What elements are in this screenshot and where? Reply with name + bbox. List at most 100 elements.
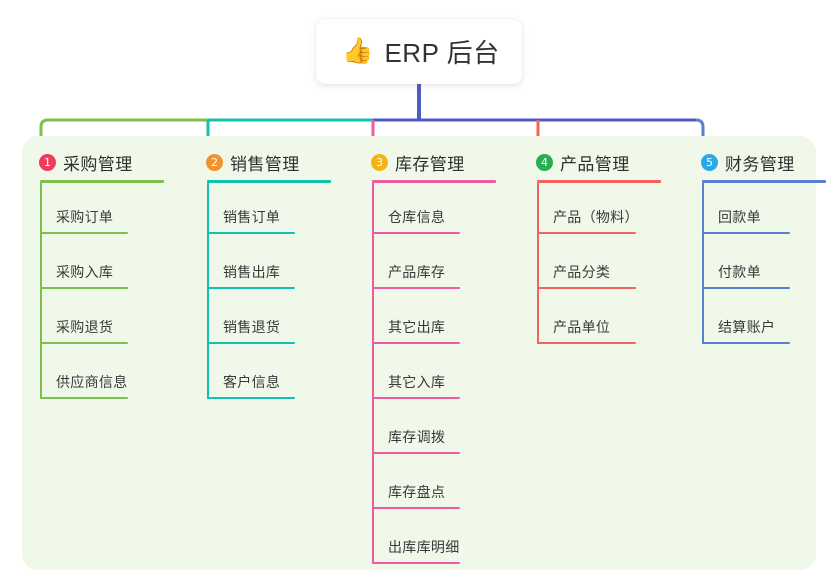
branch-spine <box>207 183 209 399</box>
leaf-node[interactable]: 销售订单 <box>189 183 339 238</box>
branch-leaf-list: 仓库信息产品库存其它出库其它入库库存调拨库存盘点出库库明细 <box>354 183 504 568</box>
leaf-rule <box>40 342 128 344</box>
leaf-rule <box>372 232 460 234</box>
leaf-label: 销售出库 <box>223 264 281 280</box>
leaf-node[interactable]: 回款单 <box>684 183 824 238</box>
leaf-rule <box>702 232 790 234</box>
leaf-label: 销售退货 <box>223 319 281 335</box>
thumbs-up-icon: 👍 <box>342 37 374 65</box>
leaf-rule <box>537 232 636 234</box>
branch-title: 产品管理 <box>560 154 630 174</box>
leaf-node[interactable]: 产品单位 <box>519 293 669 348</box>
branch-title: 库存管理 <box>395 154 465 174</box>
branch-header-rule <box>537 180 661 183</box>
branch-column-1: 1 采购管理采购订单采购入库采购退货供应商信息 <box>22 148 172 403</box>
branch-header-rule <box>372 180 496 183</box>
branch-leaf-list: 销售订单销售出库销售退货客户信息 <box>189 183 339 403</box>
leaf-rule <box>537 342 636 344</box>
leaf-rule <box>372 397 460 399</box>
branch-spine <box>372 183 374 564</box>
leaf-node[interactable]: 客户信息 <box>189 348 339 403</box>
leaf-label: 产品单位 <box>553 319 611 335</box>
leaf-label: 出库库明细 <box>388 539 460 555</box>
leaf-label: 库存调拨 <box>388 429 446 445</box>
branch-number-badge: 3 <box>371 153 388 171</box>
branch-header-1[interactable]: 1 采购管理 <box>22 148 172 176</box>
root-node-card[interactable]: 👍 ERP 后台 <box>316 19 522 84</box>
leaf-label: 仓库信息 <box>388 209 446 225</box>
branch-leaf-list: 产品（物料） 产品分类产品单位 <box>519 183 669 348</box>
leaf-node[interactable]: 销售退货 <box>189 293 339 348</box>
leaf-node[interactable]: 仓库信息 <box>354 183 504 238</box>
branch-header-3[interactable]: 3 库存管理 <box>354 148 504 176</box>
leaf-node[interactable]: 库存盘点 <box>354 458 504 513</box>
leaf-rule <box>702 342 790 344</box>
leaf-label: 产品库存 <box>388 264 446 280</box>
leaf-label: 产品分类 <box>553 264 611 280</box>
leaf-label: 销售订单 <box>223 209 281 225</box>
leaf-label: 采购入库 <box>56 264 114 280</box>
branch-header-rule <box>40 180 164 183</box>
leaf-node[interactable]: 产品库存 <box>354 238 504 293</box>
leaf-label: 其它入库 <box>388 374 446 390</box>
leaf-node[interactable]: 其它出库 <box>354 293 504 348</box>
leaf-label: 库存盘点 <box>388 484 446 500</box>
branch-spine <box>40 183 42 399</box>
branch-column-3: 3 库存管理仓库信息产品库存其它出库其它入库库存调拨库存盘点出库库明细 <box>354 148 504 568</box>
leaf-node[interactable]: 产品分类 <box>519 238 669 293</box>
leaf-label: 供应商信息 <box>56 374 128 390</box>
branch-column-4: 4 产品管理产品（物料） 产品分类产品单位 <box>519 148 669 348</box>
leaf-node[interactable]: 采购退货 <box>22 293 172 348</box>
leaf-rule <box>702 287 790 289</box>
leaf-label: 客户信息 <box>223 374 281 390</box>
leaf-rule <box>40 397 128 399</box>
branch-header-5[interactable]: 5 财务管理 <box>684 148 824 176</box>
leaf-node[interactable]: 产品（物料） <box>519 183 669 238</box>
branch-spine <box>537 183 539 344</box>
leaf-rule <box>207 287 295 289</box>
leaf-rule <box>207 397 295 399</box>
branch-number-badge: 4 <box>536 153 553 171</box>
leaf-node[interactable]: 供应商信息 <box>22 348 172 403</box>
leaf-rule <box>40 287 128 289</box>
leaf-node[interactable]: 结算账户 <box>684 293 824 348</box>
leaf-rule <box>40 232 128 234</box>
branch-title: 采购管理 <box>63 154 133 174</box>
branch-title: 销售管理 <box>230 154 300 174</box>
leaf-node[interactable]: 其它入库 <box>354 348 504 403</box>
branch-number-badge: 1 <box>39 153 56 171</box>
leaf-node[interactable]: 付款单 <box>684 238 824 293</box>
branches-panel <box>22 136 816 570</box>
leaf-label: 其它出库 <box>388 319 446 335</box>
leaf-rule <box>207 342 295 344</box>
leaf-node[interactable]: 销售出库 <box>189 238 339 293</box>
leaf-rule <box>537 287 636 289</box>
leaf-node[interactable]: 出库库明细 <box>354 513 504 568</box>
branch-column-5: 5 财务管理回款单付款单结算账户 <box>684 148 826 348</box>
branch-leaf-list: 回款单付款单结算账户 <box>684 183 824 348</box>
leaf-rule <box>207 232 295 234</box>
leaf-node[interactable]: 采购入库 <box>22 238 172 293</box>
leaf-rule <box>372 452 460 454</box>
branch-header-rule <box>207 180 331 183</box>
branch-leaf-list: 采购订单采购入库采购退货供应商信息 <box>22 183 172 403</box>
branch-header-4[interactable]: 4 产品管理 <box>519 148 669 176</box>
leaf-node[interactable]: 库存调拨 <box>354 403 504 458</box>
leaf-rule <box>372 287 460 289</box>
branch-header-rule <box>702 180 826 183</box>
leaf-rule <box>372 507 460 509</box>
leaf-label: 采购退货 <box>56 319 114 335</box>
leaf-label: 回款单 <box>718 209 761 225</box>
leaf-node[interactable]: 采购订单 <box>22 183 172 238</box>
leaf-label: 采购订单 <box>56 209 114 225</box>
branch-title: 财务管理 <box>725 154 795 174</box>
root-node-title: ERP 后台 <box>384 38 500 68</box>
root-node-content: 👍 ERP 后台 <box>342 33 499 70</box>
leaf-label: 付款单 <box>718 264 761 280</box>
leaf-rule <box>372 342 460 344</box>
branch-spine <box>702 183 704 344</box>
branch-number-badge: 5 <box>701 153 718 171</box>
